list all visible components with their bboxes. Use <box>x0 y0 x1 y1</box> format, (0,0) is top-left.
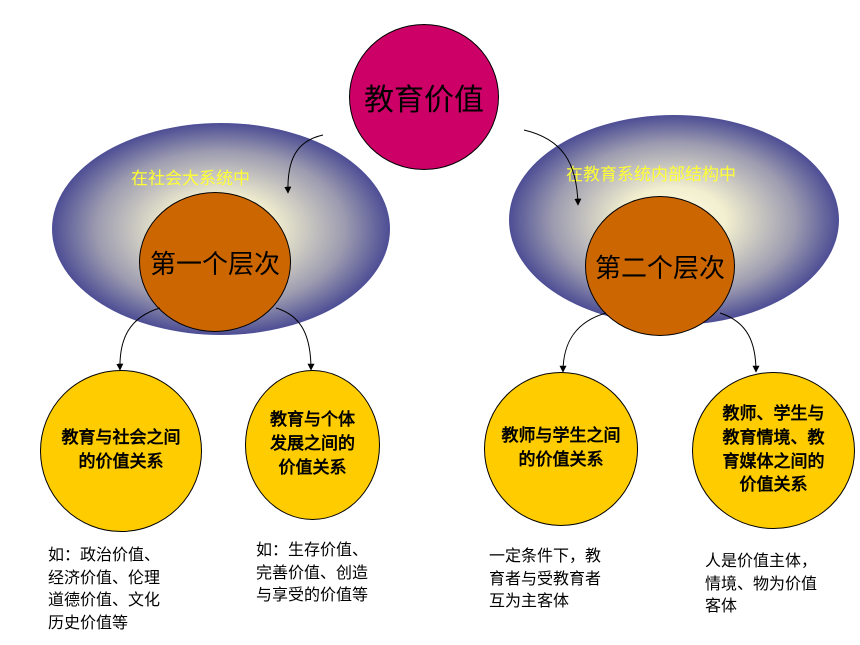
note-2: 如：生存价值、 完善价值、创造 与享受的价值等 <box>256 540 369 605</box>
context-label-education: 在教育系统内部结构中 <box>566 165 736 185</box>
relation-node-3: 教师与学生之间 的价值关系 <box>484 372 638 526</box>
relation-label-2: 教育与个体 发展之间的 价值关系 <box>270 410 355 478</box>
arrow-second-to-rel4 <box>719 312 760 373</box>
relation-node-4: 教师、学生与 教育情境、教 育媒体之间的 价值关系 <box>692 372 855 529</box>
note-1: 如：政治价值、 经济价值、伦理 道德价值、文化 历史价值等 <box>48 545 161 633</box>
root-node: 教育价值 <box>349 24 499 170</box>
level-label-first: 第一个层次 <box>149 249 280 280</box>
arrow-second-to-rel3 <box>559 312 607 373</box>
relation-label-1: 教育与社会之间 的价值关系 <box>61 428 181 472</box>
root-label: 教育价值 <box>364 83 484 118</box>
arrow-root-to-second <box>523 129 582 206</box>
arrow-first-to-rel2 <box>275 307 315 371</box>
arrow-first-to-rel1 <box>116 307 161 371</box>
relation-node-1: 教育与社会之间 的价值关系 <box>40 370 202 532</box>
arrow-root-to-first <box>284 134 324 194</box>
relation-label-3: 教师与学生之间 的价值关系 <box>501 426 621 470</box>
relation-node-2: 教育与个体 发展之间的 价值关系 <box>245 370 380 520</box>
note-3: 一定条件下，教 育者与受教育者 互为主客体 <box>489 546 602 611</box>
note-4: 人是价值主体， 情境、物为价值 客体 <box>705 551 818 616</box>
level-label-second: 第二个层次 <box>594 253 725 284</box>
level-node-first: 第一个层次 <box>139 192 291 332</box>
level-node-second: 第二个层次 <box>585 196 735 336</box>
relation-label-4: 教师、学生与 教育情境、教 育媒体之间的 价值关系 <box>722 403 825 496</box>
context-label-social: 在社会大系统中 <box>131 169 250 189</box>
